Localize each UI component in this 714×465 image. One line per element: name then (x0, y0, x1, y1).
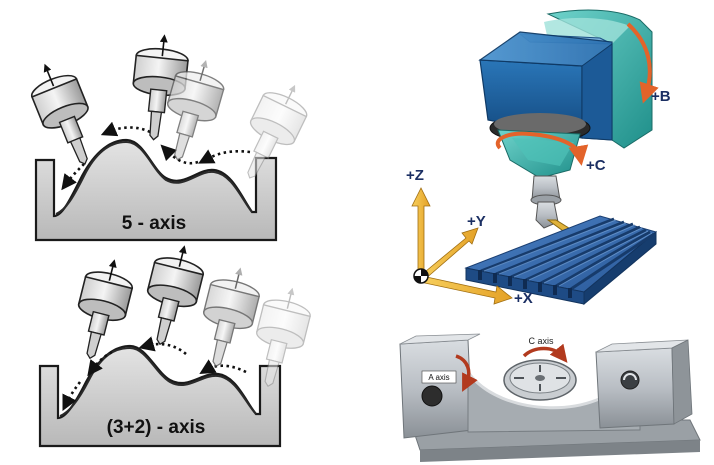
x-axis-arrow (419, 275, 513, 305)
three-plus-two-tool-4 (255, 287, 311, 388)
five-axis-toolpath (198, 149, 251, 164)
z-axis-arrow (411, 187, 431, 273)
b-axis-label: +B (651, 88, 671, 105)
machine-table (464, 215, 658, 306)
three-plus-two-toolpath (199, 359, 247, 375)
a-axis-rotation-arrow (455, 354, 478, 392)
table-side (583, 230, 657, 306)
b-axis-housing (546, 9, 653, 149)
y-axis-arrow (419, 227, 479, 281)
x-axis-label: +X (514, 290, 533, 307)
trunnion-table-photo: A axis C axis (399, 333, 701, 462)
machine-head-illustration: +B +C (478, 9, 671, 247)
c-axis-label-photo: C axis (528, 336, 554, 346)
c-axis-label: +C (586, 157, 606, 174)
five-axis-tool-1 (30, 63, 89, 165)
three-plus-two-tool-3 (202, 267, 260, 368)
coordinate-axes: +Z +Y +X (406, 167, 533, 307)
y-axis-label: +Y (467, 213, 486, 230)
c-axis-rotation-arrow (495, 131, 589, 166)
five-axis-panel: 5 - axis (30, 34, 308, 242)
c-axis-rotation-arrow-photo (522, 343, 568, 363)
three-plus-two-panel: (3+2) - axis (38, 245, 311, 448)
three-plus-two-label: (3+2) - axis (107, 417, 206, 438)
a-axis-motor-port (421, 385, 443, 407)
table-slots (480, 217, 655, 291)
z-axis-label: +Z (406, 167, 424, 184)
a-axis-label-box (421, 370, 457, 384)
three-plus-two-tool-2 (146, 245, 205, 346)
five-axis-label: 5 - axis (122, 213, 186, 234)
three-plus-two-tool-1 (77, 259, 134, 360)
five-axis-tool-4 (247, 84, 308, 179)
a-axis-label: A axis (428, 373, 449, 382)
b-axis-rotation-arrow (626, 22, 659, 104)
five-axis-tool-3 (166, 59, 225, 161)
